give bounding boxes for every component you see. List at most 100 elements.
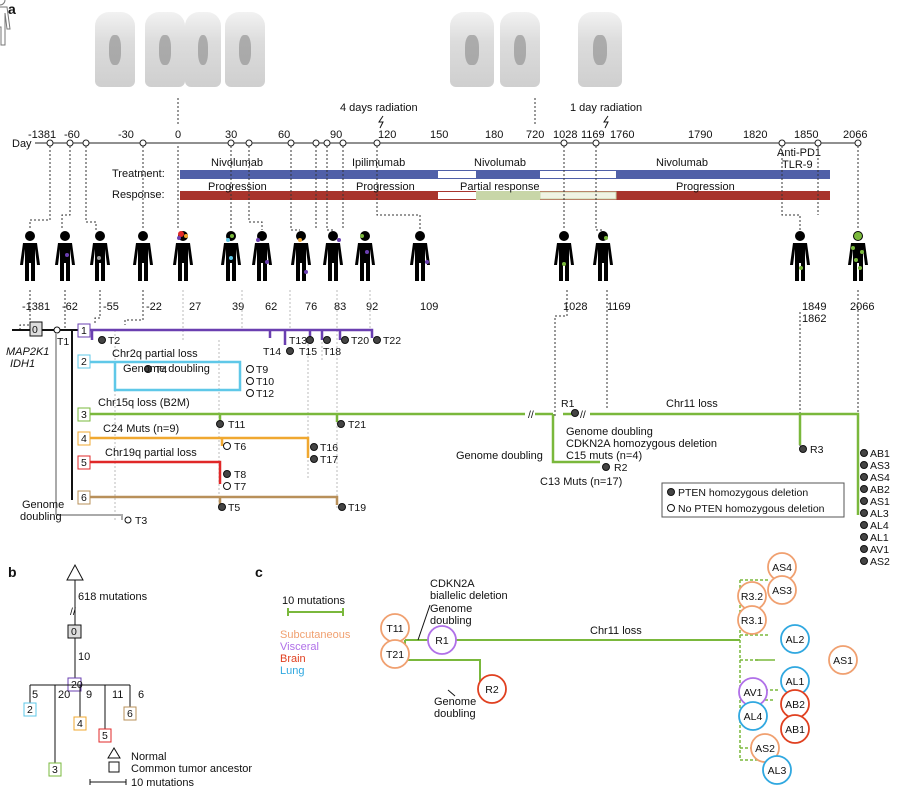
node-label: 4 xyxy=(77,718,83,730)
annotation: Genome xyxy=(434,696,476,708)
treatment-segment: Anti-PD1 xyxy=(777,147,821,159)
treatment-segment: Nivolumab xyxy=(211,157,263,169)
event-label: Chr2q partial loss xyxy=(112,348,198,360)
site-brain: Brain xyxy=(280,653,306,665)
response-segment: Partial response xyxy=(460,181,540,193)
node-label: 5 xyxy=(81,457,87,469)
legend-ancestor: Common tumor ancestor xyxy=(131,763,252,775)
legend-label: No PTEN homozygous deletion xyxy=(678,503,825,515)
body-figure xyxy=(789,230,811,282)
pet-scan-image xyxy=(185,12,221,87)
axis-break: // xyxy=(70,606,76,618)
tick-label: 60 xyxy=(278,129,290,141)
timeline-markers xyxy=(46,139,862,147)
sample-T9: T9 xyxy=(256,364,268,376)
radiation-label-1: 4 days radiation xyxy=(340,102,418,114)
sample-T13: T13 xyxy=(289,335,307,347)
body-day: 1862 xyxy=(802,313,826,325)
node-label: R3.2 xyxy=(741,591,763,603)
node-label: 0 xyxy=(71,626,77,638)
body-day: 62 xyxy=(265,301,277,313)
body-day: 109 xyxy=(420,301,438,313)
body-silhouettes xyxy=(0,0,11,46)
node-label: R1 xyxy=(435,635,449,647)
response-segment: Progression xyxy=(356,181,415,193)
tick-label: 1820 xyxy=(743,129,767,141)
pten-legend xyxy=(661,482,845,518)
event-label: CDKN2A homozygous deletion xyxy=(566,438,717,450)
timeline-ticks: -1381 -60 -30 0 30 60 90 120 150 180 720… xyxy=(28,129,867,141)
node-label: AL3 xyxy=(768,765,787,777)
node-label: 2 xyxy=(81,356,87,368)
node-3 xyxy=(48,762,62,777)
response-segment: Progression xyxy=(208,181,267,193)
sample-R3: R3 xyxy=(810,444,824,456)
site-subcutaneous: Subcutaneous xyxy=(280,629,351,641)
event-label: Genome doubling xyxy=(123,363,210,375)
body-figure xyxy=(592,230,614,282)
partial-response-bar xyxy=(539,191,617,200)
branch-count: 6 xyxy=(138,689,144,701)
node-label: AL4 xyxy=(744,711,763,723)
treatment-segment: Ipilimumab xyxy=(352,157,405,169)
tick-label: -1381 xyxy=(28,129,56,141)
node-AB1 xyxy=(780,714,810,744)
lightning-icon xyxy=(378,115,384,129)
node-T21 xyxy=(380,639,410,669)
legend-normal: Normal xyxy=(131,751,166,763)
node-6 xyxy=(123,706,137,721)
tick-label: 1790 xyxy=(688,129,712,141)
sample-T16: T16 xyxy=(320,442,338,454)
tick-label: 1169 xyxy=(581,129,605,141)
treatment-gap xyxy=(540,171,616,178)
node-label: AS1 xyxy=(833,655,853,667)
tick-label: 150 xyxy=(430,129,448,141)
event-label: Genome doubling xyxy=(456,450,543,462)
sample-T10: T10 xyxy=(256,376,274,388)
pet-scan-image xyxy=(95,12,135,87)
sample-T21: T21 xyxy=(348,419,366,431)
tick-label: 0 xyxy=(175,129,181,141)
branch-count: 9 xyxy=(86,689,92,701)
sample-T7: T7 xyxy=(234,481,246,493)
annotation: Genome xyxy=(430,603,472,615)
event-label: C24 Muts (n=9) xyxy=(103,423,179,435)
body-figure xyxy=(553,230,575,282)
pet-scan-image xyxy=(145,12,185,87)
sample-T20: T20 xyxy=(351,335,369,347)
site-lung: Lung xyxy=(280,665,304,677)
tumor-spots xyxy=(65,231,864,274)
treatment-segment: TLR-9 xyxy=(782,159,813,171)
node-5 xyxy=(98,728,112,743)
tick-label: 120 xyxy=(378,129,396,141)
node-label: 3 xyxy=(52,764,58,776)
annotation: doubling xyxy=(434,708,476,720)
pet-scan-image xyxy=(225,12,265,87)
node-label: T11 xyxy=(386,623,403,635)
body-figure xyxy=(54,230,76,282)
sample-T15: T15 xyxy=(299,346,317,358)
node-AL4 xyxy=(738,701,768,731)
tick-label: 1760 xyxy=(610,129,634,141)
body-day: -1381 xyxy=(22,301,50,313)
pet-scan-image xyxy=(450,12,494,87)
node-label: AS2 xyxy=(755,743,775,755)
scale-bar xyxy=(287,608,344,616)
sample-T14: T14 xyxy=(263,346,281,358)
node-label: AS4 xyxy=(772,562,792,574)
sample-T5: T5 xyxy=(228,502,240,514)
node-AS1 xyxy=(828,645,858,675)
body-day: 83 xyxy=(334,301,346,313)
sample-label: AL3 xyxy=(870,508,889,520)
body-day: 1849 xyxy=(802,301,826,313)
treatment-segment: Nivolumab xyxy=(656,157,708,169)
timeline-body-connectors xyxy=(29,146,859,231)
body-day: 76 xyxy=(305,301,317,313)
node-label: 1 xyxy=(81,325,87,337)
gene-label: MAP2K1 xyxy=(6,346,49,358)
sample-label: AS3 xyxy=(870,460,890,472)
sample-T22: T22 xyxy=(383,335,401,347)
sample-T18: T18 xyxy=(323,346,341,358)
